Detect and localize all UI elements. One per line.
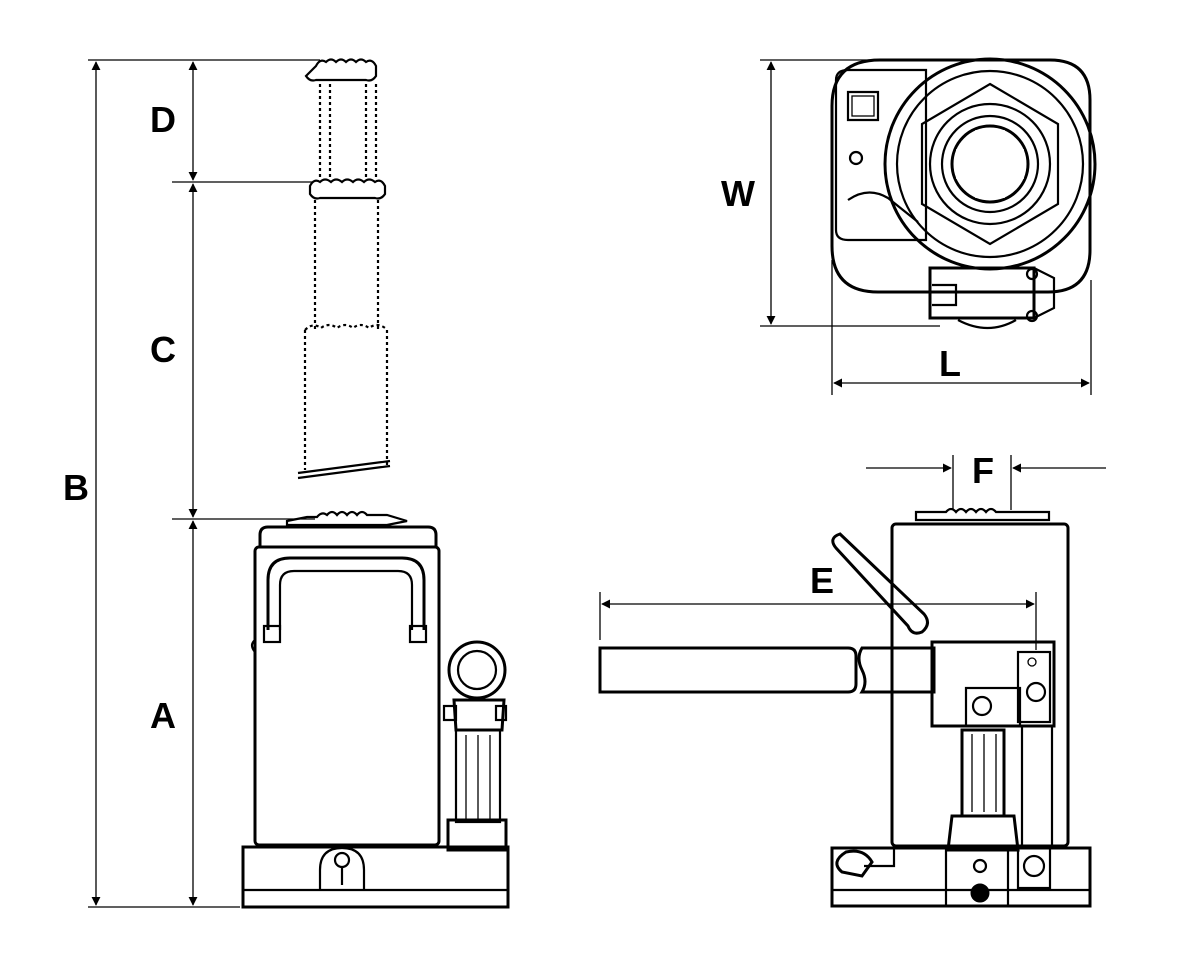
- label-w: W: [721, 173, 755, 214]
- label-c: C: [150, 329, 176, 370]
- label-b: B: [63, 467, 89, 508]
- label-a: A: [150, 695, 176, 736]
- label-f: F: [972, 450, 994, 491]
- side-view: [88, 58, 510, 909]
- front-view: [598, 455, 1106, 908]
- extended-ram: [297, 58, 391, 480]
- top-view: [760, 57, 1097, 395]
- label-d: D: [150, 99, 176, 140]
- label-e: E: [810, 560, 834, 601]
- jack-body-side: [241, 510, 510, 909]
- label-l: L: [939, 343, 961, 384]
